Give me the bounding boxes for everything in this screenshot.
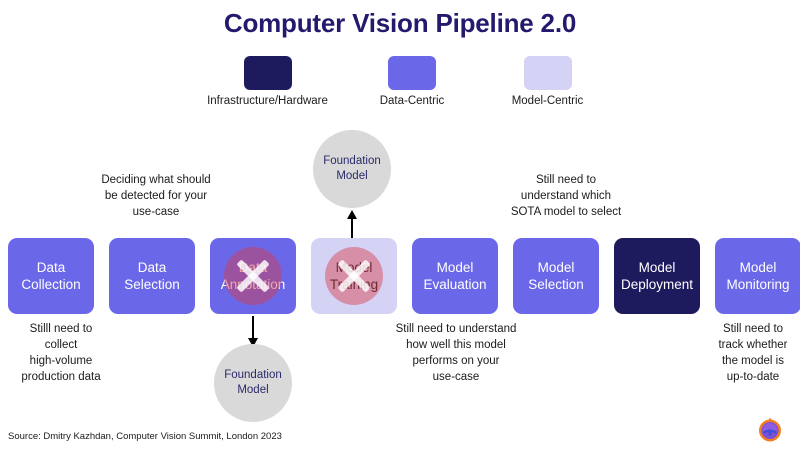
annotation-data-selection: Deciding what should be detected for you…: [65, 173, 247, 221]
pipeline-stage-data-selection-line1: Data: [137, 259, 167, 275]
annotation-model-selection-line3: SOTA model to select: [510, 205, 622, 218]
pipeline-stage-data-collection-line2: Collection: [21, 277, 81, 292]
pipeline-stage-data-collection[interactable]: Data Collection: [8, 238, 94, 314]
pipeline-stage-model-deployment-label: Model Deployment: [621, 259, 693, 294]
annotation-model-evaluation-line2: how well this model: [406, 338, 506, 351]
pipeline-stage-model-training-label: Model Training: [330, 259, 378, 294]
foundation-model-circle-top: Foundation Model: [313, 130, 391, 208]
annotation-data-collection-line1: Stilll need to: [29, 323, 93, 335]
legend-swatch-model-centric: [523, 56, 572, 90]
arrow-model-training-to-foundation-line: [351, 218, 353, 250]
annotation-model-monitoring-line4: up-to-date: [726, 370, 780, 383]
pipeline-stage-data-annotation-label: Data Annotation: [221, 259, 286, 294]
annotation-model-evaluation-line4: use-case: [432, 370, 480, 383]
annotation-data-selection-line1: Deciding what should: [101, 174, 211, 186]
pipeline-stage-model-deployment-line1: Model: [638, 259, 676, 275]
pipeline-stage-data-selection[interactable]: Data Selection: [109, 238, 195, 314]
pipeline-stage-model-deployment[interactable]: Model Deployment: [614, 238, 700, 314]
pipeline-stage-model-selection-label: Model Selection: [528, 259, 584, 294]
annotation-model-selection-line2: understand which: [520, 189, 612, 202]
legend-item-infrastructure-hardware: Infrastructure/Hardware: [195, 56, 340, 107]
foundation-model-top-text: Foundation Model: [323, 154, 381, 184]
foundation-model-bottom-line1: Foundation: [224, 369, 282, 382]
pipeline-stage-data-annotation[interactable]: Data Annotation: [210, 238, 296, 314]
pipeline-stage-model-deployment-line2: Deployment: [620, 277, 694, 292]
annotation-data-selection-line3: use-case: [132, 205, 180, 218]
pipeline-stage-model-training-line1: Model: [335, 259, 373, 275]
legend-label-infrastructure-hardware: Infrastructure/Hardware: [207, 95, 328, 107]
flame-helmet-logo-icon: [757, 417, 783, 443]
annotation-model-selection-line1: Still need to: [535, 174, 597, 186]
pipeline-stage-model-selection-line2: Selection: [528, 277, 584, 292]
pipeline-stage-data-selection-line2: Selection: [124, 277, 180, 292]
pipeline-stage-data-annotation-line1: Data: [238, 259, 268, 275]
annotation-model-monitoring-line2: track whether: [718, 338, 788, 351]
foundation-model-bottom-line2: Model: [237, 384, 269, 396]
pipeline-stage-model-selection[interactable]: Model Selection: [513, 238, 599, 314]
legend: Infrastructure/Hardware Data-Centric Mod…: [195, 56, 615, 111]
annotation-data-collection-line2: collect: [44, 338, 78, 351]
annotation-data-collection: Stilll need to collect high-volume produ…: [2, 322, 120, 385]
pipeline-stage-data-annotation-line2: Annotation: [220, 277, 286, 292]
foundation-model-top-line1: Foundation: [323, 155, 381, 168]
pipeline-stage-model-monitoring[interactable]: Model Monitoring: [715, 238, 800, 314]
annotation-model-monitoring: Still need to track whether the model is…: [706, 322, 800, 385]
legend-item-data-centric: Data-Centric: [347, 56, 477, 107]
pipeline-stage-model-selection-line1: Model: [537, 259, 575, 275]
annotation-data-selection-line2: be detected for your: [104, 189, 208, 202]
arrow-model-training-to-foundation-head: [347, 210, 357, 219]
pipeline-stage-data-collection-line1: Data: [36, 259, 66, 275]
foundation-model-bottom-text: Foundation Model: [224, 368, 282, 398]
pipeline-stage-data-selection-label: Data Selection: [124, 259, 180, 294]
annotation-data-collection-line3: high-volume: [29, 354, 93, 367]
source-caption: Source: Dmitry Kazhdan, Computer Vision …: [8, 431, 282, 442]
annotation-model-monitoring-line3: the model is: [721, 354, 784, 367]
pipeline-stage-model-monitoring-label: Model Monitoring: [726, 259, 789, 294]
pipeline-stage-model-monitoring-line2: Monitoring: [726, 277, 790, 292]
annotation-model-selection: Still need to understand which SOTA mode…: [468, 173, 664, 221]
foundation-model-top-line2: Model: [336, 170, 368, 182]
legend-swatch-infrastructure-hardware: [243, 56, 292, 90]
legend-swatch-data-centric: [388, 56, 436, 90]
pipeline-stage-model-training-line2: Training: [329, 277, 379, 292]
pipeline-stage-model-evaluation-label: Model Evaluation: [423, 259, 486, 294]
pipeline-stage-model-evaluation-line1: Model: [436, 259, 474, 275]
annotation-model-monitoring-line1: Still need to: [722, 323, 784, 335]
annotation-model-evaluation-line3: performs on your: [412, 354, 500, 367]
legend-item-model-centric: Model-Centric: [480, 56, 615, 107]
legend-label-model-centric: Model-Centric: [511, 95, 584, 107]
pipeline-stage-data-collection-label: Data Collection: [21, 259, 80, 294]
annotation-model-evaluation: Still need to understand how well this m…: [372, 322, 540, 385]
annotation-model-evaluation-line1: Still need to understand: [395, 323, 517, 335]
pipeline-stage-model-training[interactable]: Model Training: [311, 238, 397, 314]
pipeline-stage-model-evaluation-line2: Evaluation: [423, 277, 487, 292]
arrow-data-annotation-to-foundation-line: [252, 316, 254, 340]
foundation-model-circle-bottom: Foundation Model: [214, 344, 292, 422]
legend-label-data-centric: Data-Centric: [379, 95, 445, 107]
annotation-data-collection-line4: production data: [21, 370, 101, 383]
page-title: Computer Vision Pipeline 2.0: [223, 8, 577, 38]
arrow-data-annotation-to-foundation-head: [248, 338, 258, 347]
pipeline-stage-model-evaluation[interactable]: Model Evaluation: [412, 238, 498, 314]
pipeline-stage-model-monitoring-line1: Model: [739, 259, 777, 275]
